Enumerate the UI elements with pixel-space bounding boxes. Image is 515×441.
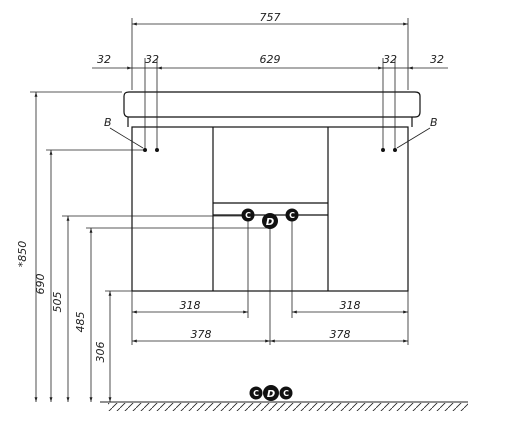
dimension-left-offset-label: 32 bbox=[97, 53, 111, 66]
dimension-row-offsets: 32 32 629 32 32 bbox=[92, 53, 448, 150]
dimension-overall-width: 757 bbox=[131, 11, 409, 90]
connection-markers-floor: C C D bbox=[249, 385, 293, 401]
horizontal-bottom-dimensions: 318 318 378 378 bbox=[132, 299, 408, 343]
connection-extension-lines bbox=[131, 216, 409, 345]
dimension-right-drain-label: 378 bbox=[330, 328, 351, 341]
dimension-left-inner-offset-label: 32 bbox=[145, 53, 159, 66]
washbasin-top bbox=[123, 91, 421, 127]
dimension-bottom-height-label: 306 bbox=[94, 342, 107, 363]
svg-text:C: C bbox=[283, 389, 289, 398]
hot-water-marker: C bbox=[285, 208, 299, 222]
dimension-overall-width-label: 757 bbox=[260, 11, 281, 24]
dimension-holes-height-label: 690 bbox=[34, 274, 47, 295]
dimension-drain-height-label: 485 bbox=[74, 312, 87, 333]
svg-text:C: C bbox=[245, 211, 251, 220]
dimension-right-inner-offset-label: 32 bbox=[383, 53, 397, 66]
mounting-holes: B B bbox=[104, 116, 438, 152]
svg-text:C: C bbox=[289, 211, 295, 220]
dimension-total-height-label: *850 bbox=[16, 241, 29, 268]
svg-text:C: C bbox=[253, 389, 259, 398]
dimension-right-hot-label: 318 bbox=[340, 299, 361, 312]
dimension-left-drain-label: 378 bbox=[191, 328, 212, 341]
cold-water-marker: C bbox=[241, 208, 255, 222]
drain-marker: D bbox=[262, 213, 278, 229]
dimension-cold-height-label: 505 bbox=[51, 292, 64, 313]
floor-cold-water-marker: C bbox=[249, 386, 263, 400]
connection-markers-cabinet: C D C bbox=[241, 208, 299, 229]
svg-text:D: D bbox=[267, 389, 275, 400]
floor-drain-marker: D bbox=[263, 385, 279, 401]
dimension-inner-width-label: 629 bbox=[260, 53, 281, 66]
svg-text:D: D bbox=[266, 217, 274, 228]
hole-label-right: B bbox=[430, 116, 438, 129]
dimension-right-offset-label: 32 bbox=[430, 53, 444, 66]
hole-label-left: B bbox=[104, 116, 112, 129]
vertical-dimensions: *850 690 505 485 306 bbox=[16, 91, 268, 402]
floor bbox=[100, 401, 468, 411]
dimension-left-cold-label: 318 bbox=[180, 299, 201, 312]
floor-hot-water-marker: C bbox=[279, 386, 293, 400]
